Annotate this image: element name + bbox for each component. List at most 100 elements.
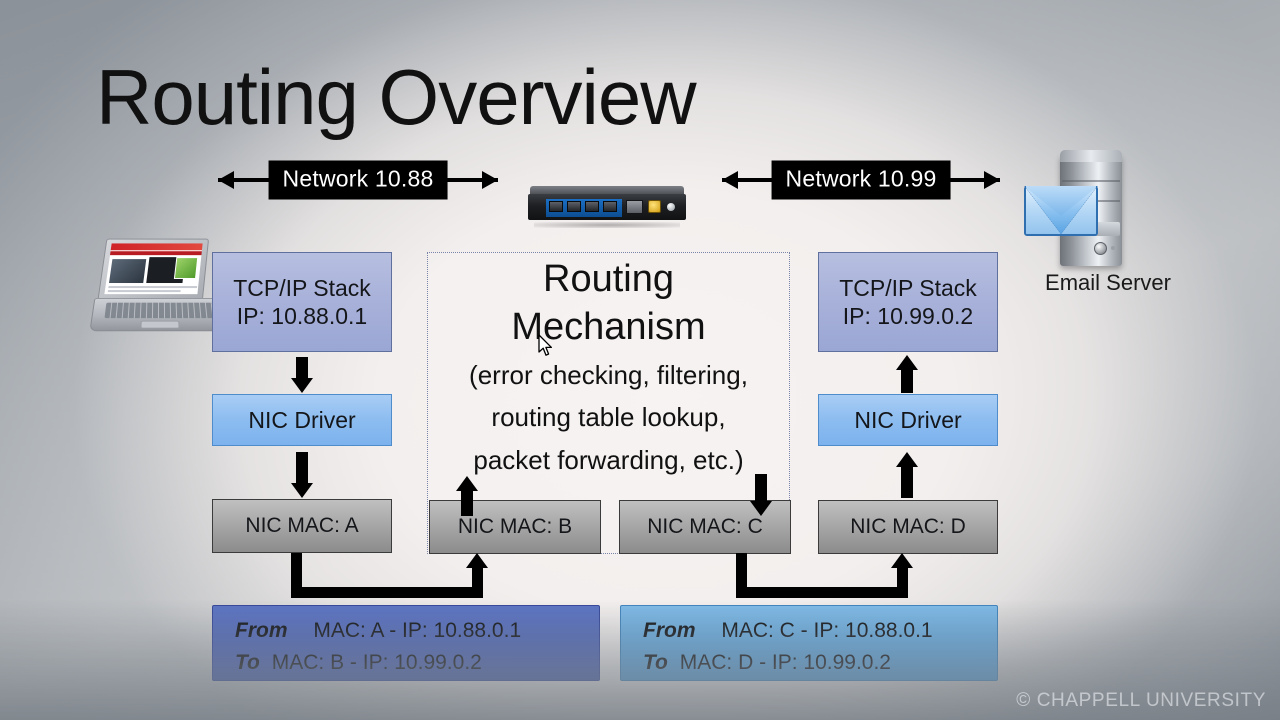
mouse-cursor [538,334,554,358]
network-label-left: Network 10.88 [218,160,498,200]
connector-arrow-head [466,553,488,568]
left-tcpip-stack-box[interactable]: TCP/IP Stack IP: 10.88.0.1 [212,252,392,352]
copyright-watermark: © CHAPPELL UNIVERSITY [1016,690,1266,711]
connector-macc-to-macd [736,553,913,598]
arrow-head [750,501,772,516]
arrow-head [896,452,918,467]
network-right-label-text: Network 10.99 [771,160,951,200]
routing-line-1: Routing [543,258,674,300]
laptop-screen-subheader [109,251,202,256]
right-tcpip-stack-box[interactable]: TCP/IP Stack IP: 10.99.0.2 [818,252,998,352]
left-packet-to-label: To [235,650,260,674]
left-nic-driver-box[interactable]: NIC Driver [212,394,392,446]
router-port-3 [585,201,599,212]
right-packet-from-value: MAC: C - IP: 10.88.0.1 [721,619,933,642]
left-nic-mac-label: NIC MAC: A [245,514,359,538]
left-packet-to-row: To MAC: B - IP: 10.99.0.2 [235,647,599,679]
envelope-icon [1024,186,1098,236]
arrow-head [291,483,313,498]
arrow-head-left-east [482,171,498,189]
server-power-button [1094,242,1107,255]
left-packet-from-value: MAC: A - IP: 10.88.0.1 [313,619,522,642]
connector-segment-across [736,587,902,598]
left-packet-to-value: MAC: B - IP: 10.99.0.2 [271,650,482,674]
laptop-screen-header [110,243,203,251]
left-packet-box[interactable]: From MAC: A - IP: 10.88.0.1 To MAC: B - … [212,605,600,681]
laptop-base [89,298,231,332]
connector-segment-down [291,553,302,598]
right-packet-from-row: From MAC: C - IP: 10.88.0.1 [643,615,997,647]
left-packet-from-label: From [235,619,288,642]
arrow-shaft [296,357,308,379]
router-port-2 [567,201,581,212]
router-power-jack [648,200,661,213]
arrow-shaft [901,369,913,393]
laptop-lid [97,238,210,301]
left-tcpip-line-1: TCP/IP Stack [233,274,371,301]
arrow-right-mac-to-driver [896,452,918,498]
arrow-macb-into-routing [456,476,478,516]
router-left-mac-label: NIC MAC: B [457,515,573,539]
network-left-label-text: Network 10.88 [268,160,448,200]
server-seam-1 [1062,180,1120,182]
laptop-keyboard [104,302,218,319]
router-port-4 [603,201,617,212]
router-left-mac-box[interactable]: NIC MAC: B [429,500,601,554]
laptop-screen-image-1 [109,259,147,284]
email-server-icon: Email Server [1018,150,1198,295]
right-packet-to-label: To [643,650,668,674]
arrow-left-driver-to-mac [291,452,313,498]
router-icon [528,186,686,228]
left-nic-driver-label: NIC Driver [248,406,356,433]
router-right-mac-label: NIC MAC: C [647,515,763,539]
right-nic-driver-box[interactable]: NIC Driver [818,394,998,446]
right-tcpip-line-1: TCP/IP Stack [839,274,977,301]
router-wan-port [626,200,643,214]
routing-line-3: (error checking, filtering, [469,359,748,390]
arrow-shaft [296,452,308,484]
server-tower-top [1060,150,1122,162]
arrow-head-right-west [722,171,738,189]
routing-line-5: packet forwarding, etc.) [473,444,744,475]
routing-line-4: routing table lookup, [491,402,726,433]
left-nic-mac-box[interactable]: NIC MAC: A [212,499,392,553]
right-nic-mac-label: NIC MAC: D [850,515,966,539]
laptop-screen-text-2 [107,290,181,293]
laptop-icon [89,238,231,348]
connector-segment-across [291,587,477,598]
router-port-1 [549,201,563,212]
server-status-led [1111,246,1115,250]
laptop-screen [104,243,203,295]
connector-maca-to-macb [291,553,488,598]
email-server-label: Email Server [1045,270,1171,295]
laptop-screen-text-1 [108,286,198,289]
laptop-trackpad [140,320,180,329]
right-tcpip-line-2: IP: 10.99.0.2 [842,303,974,329]
laptop-screen-image-3 [173,257,199,279]
router-shadow [534,222,680,228]
arrow-head-right-east [984,171,1000,189]
arrow-shaft [461,490,473,516]
page-title: Routing Overview [96,53,697,141]
routing-mechanism-text: Routing Mechanism (error checking, filte… [427,256,790,479]
arrow-right-driver-to-stack [896,355,918,393]
connector-segment-down [736,553,747,598]
right-packet-to-value: MAC: D - IP: 10.99.0.2 [679,650,891,674]
router-power-led [667,203,675,211]
arrow-head [291,378,313,393]
routing-line-2: Mechanism [511,305,706,348]
arrow-left-stack-to-driver [291,357,313,393]
arrow-shaft [755,474,767,502]
right-packet-from-label: From [643,619,696,642]
right-nic-driver-label: NIC Driver [854,406,962,433]
router-top-panel [530,186,684,195]
connector-arrow-head [891,553,913,568]
right-nic-mac-box[interactable]: NIC MAC: D [818,500,998,554]
left-packet-from-row: From MAC: A - IP: 10.88.0.1 [235,615,599,647]
left-tcpip-line-2: IP: 10.88.0.1 [236,303,368,329]
arrow-head-left-west [218,171,234,189]
arrow-shaft [901,466,913,498]
right-packet-box[interactable]: From MAC: C - IP: 10.88.0.1 To MAC: D - … [620,605,998,681]
arrow-head [456,476,478,491]
